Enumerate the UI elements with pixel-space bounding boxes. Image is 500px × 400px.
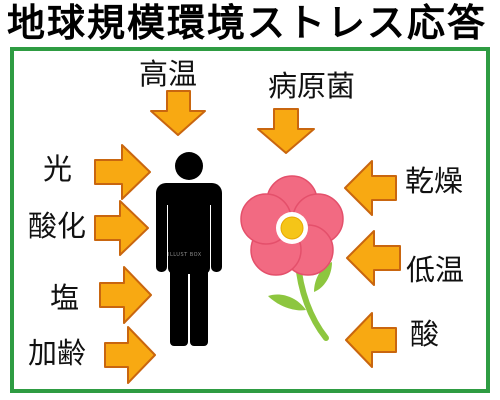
- oxidation-arrow-right-icon: [94, 200, 149, 256]
- label-light: 光: [43, 152, 73, 186]
- aging-arrow-right-icon: [104, 326, 156, 384]
- label-drying: 乾燥: [405, 164, 464, 198]
- diagram-title: 地球規模環境ストレス応答: [7, 1, 488, 45]
- person-silhouette-icon: ILLUST BOX: [156, 152, 222, 346]
- low-temperature-arrow-left-icon: [346, 230, 401, 286]
- salt-arrow-right-icon: [99, 266, 152, 324]
- acid-arrow-left-icon: [345, 312, 397, 368]
- label-oxidation: 酸化: [28, 209, 87, 243]
- drying-arrow-left-icon: [344, 160, 397, 216]
- pathogen-arrow-down-icon: [257, 108, 315, 154]
- label-acid: 酸: [410, 317, 440, 351]
- flower-icon: [240, 175, 344, 341]
- light-arrow-right-icon: [94, 144, 151, 200]
- watermark-text: ILLUST BOX: [168, 252, 202, 258]
- label-aging: 加齢: [28, 336, 87, 370]
- high-temperature-arrow-down-icon: [150, 90, 206, 136]
- label-pathogen: 病原菌: [268, 69, 356, 103]
- label-high-temperature: 高温: [139, 57, 198, 91]
- label-salt: 塩: [50, 281, 80, 315]
- label-low-temperature: 低温: [406, 253, 465, 287]
